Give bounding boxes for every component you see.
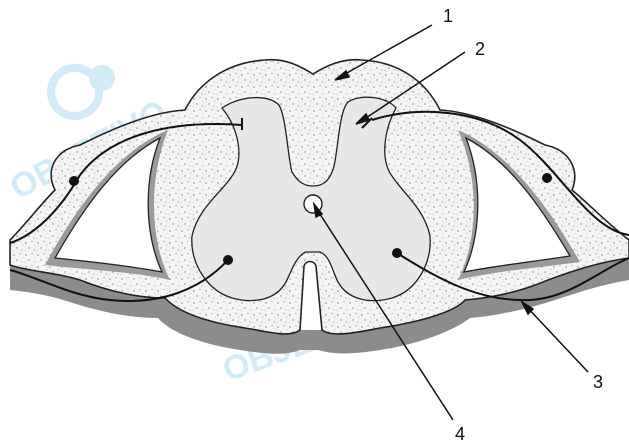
leader-line-3 [525, 305, 588, 372]
callout-4: 4 [455, 424, 465, 443]
left-motor-neuron-dot [223, 255, 233, 265]
watermark-logo-icon [51, 65, 115, 116]
callout-3: 3 [593, 372, 603, 392]
right-motor-neuron-dot [392, 248, 402, 258]
right-ganglion-dot [542, 173, 552, 183]
left-ganglion-dot [69, 176, 79, 186]
callout-1: 1 [443, 6, 453, 26]
callout-2: 2 [475, 39, 485, 59]
